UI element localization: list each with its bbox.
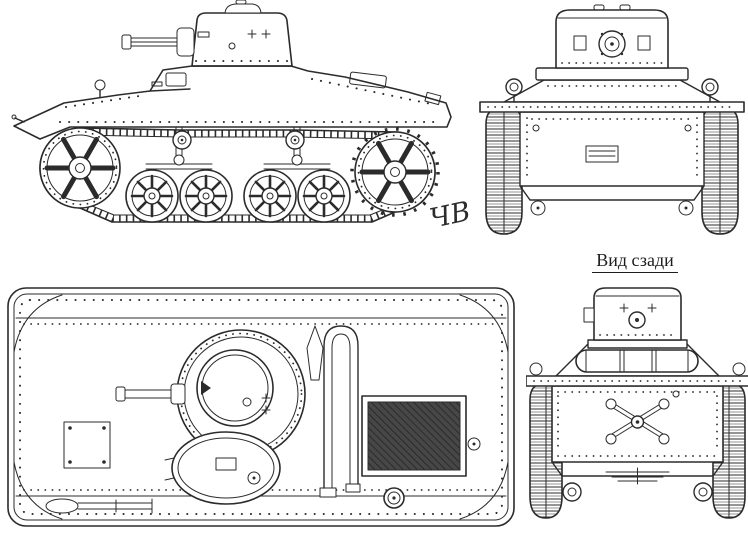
rear-undercarriage [551, 461, 724, 502]
drive-sprocket [352, 129, 438, 215]
front-left-track [485, 107, 523, 235]
top-view-drawing [4, 282, 522, 534]
artist-monogram: ЧВ [427, 196, 470, 235]
road-wheel [242, 168, 298, 224]
top-turret-hatch [196, 349, 274, 427]
front-view-drawing [478, 2, 746, 242]
rear-turret [583, 287, 688, 349]
return-roller [172, 130, 192, 150]
cone-fitting [306, 325, 324, 381]
rear-hull-plate [551, 385, 724, 463]
road-wheel [296, 168, 352, 224]
gun-mantlet [176, 27, 195, 57]
side-wheels [40, 128, 438, 224]
headlights [505, 78, 719, 103]
muzzle [121, 34, 132, 50]
access-plate [63, 421, 111, 469]
side-hull [11, 65, 452, 140]
paddle [45, 498, 153, 514]
front-right-track [701, 107, 739, 235]
side-view-drawing: ЧВ [0, 0, 470, 250]
filler-caps [383, 437, 481, 509]
road-wheel [178, 168, 234, 224]
rear-view-drawing [526, 282, 748, 536]
top-oval-hatch [164, 431, 281, 505]
road-wheel [124, 168, 180, 224]
front-fender [479, 101, 745, 113]
top-gun-barrel [115, 383, 186, 405]
side-turret [121, 0, 293, 67]
muffler [575, 349, 699, 373]
front-lower-hull [519, 111, 705, 216]
front-turret [535, 4, 689, 81]
exhaust-loop [319, 325, 361, 498]
front-upper-hull [503, 79, 721, 103]
idler-wheel [40, 128, 120, 208]
radiator-grille [361, 395, 467, 477]
rear-view-caption: Вид сзади [545, 250, 725, 273]
return-roller [285, 130, 305, 150]
headlight [94, 79, 106, 91]
